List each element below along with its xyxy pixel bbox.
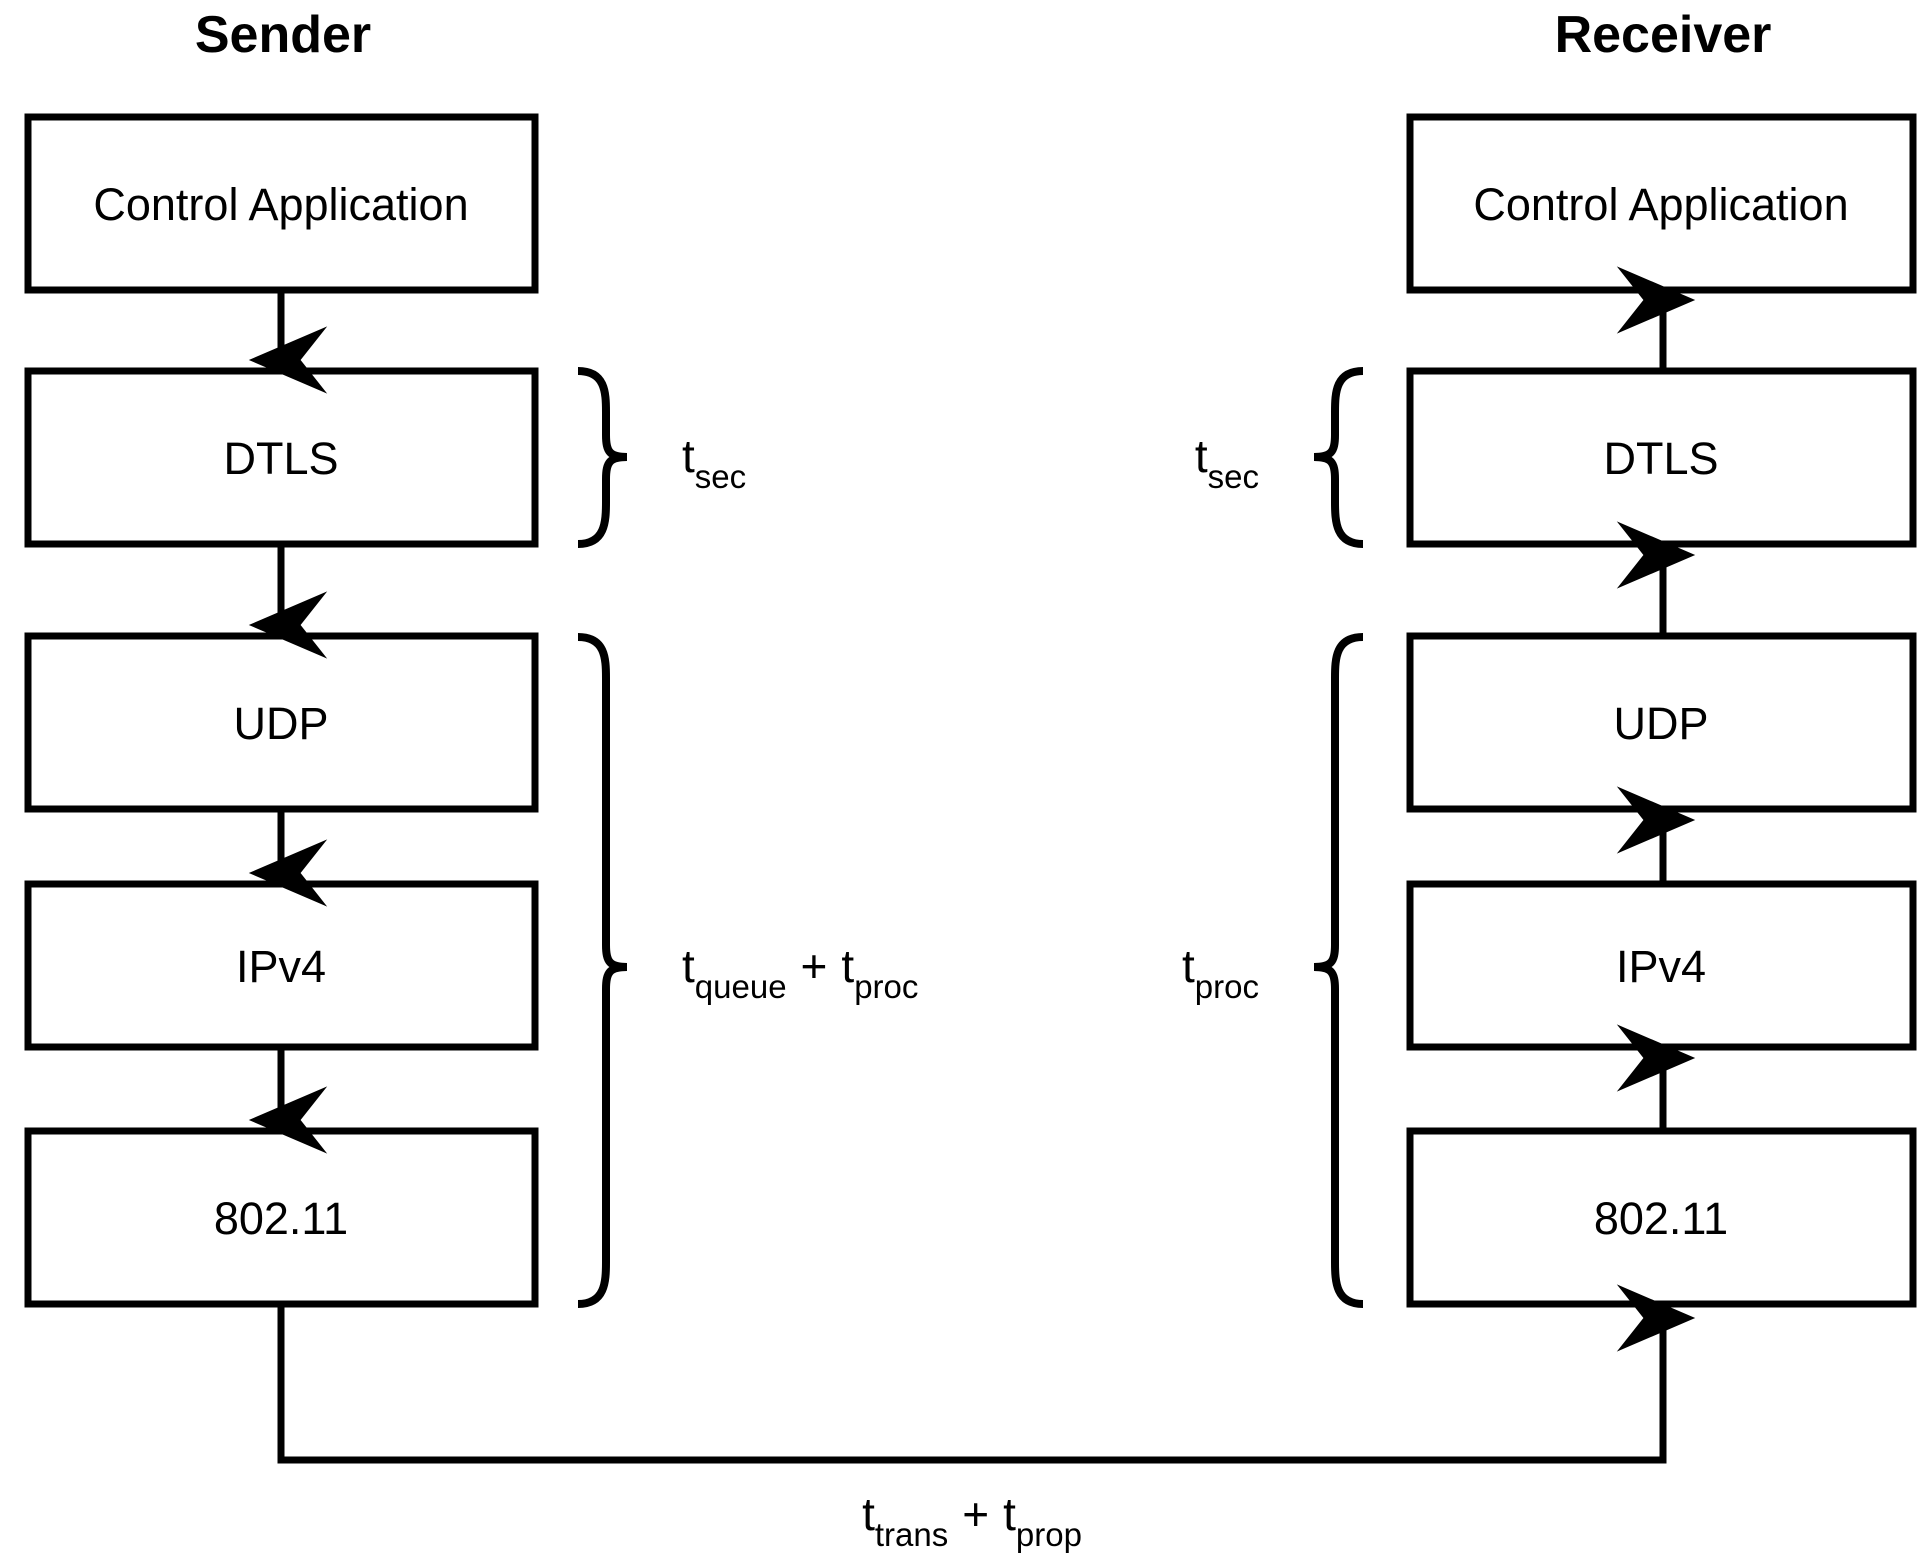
sender-box-control-application[interactable]: Control Application: [24, 113, 539, 294]
sender-box-dtls[interactable]: DTLS: [24, 367, 539, 548]
receiver-box-dtls[interactable]: DTLS: [1406, 367, 1917, 548]
sender-box-udp[interactable]: UDP: [24, 632, 539, 813]
sender-box-dtls-label: DTLS: [223, 433, 338, 484]
receiver-column-title: Receiver: [1555, 6, 1772, 64]
sender-tqueue-tproc-label: tqueue+tproc: [682, 940, 918, 1005]
sender-tsec-label: tsec: [682, 430, 746, 495]
receiver-box-control-application-label: Control Application: [1473, 179, 1848, 230]
receiver-box-control-application[interactable]: Control Application: [1406, 113, 1917, 294]
receiver-box-udp[interactable]: UDP: [1406, 632, 1917, 813]
receiver-box-udp-rect: [1406, 632, 1917, 813]
sender-box-dtls-rect: [24, 367, 539, 548]
receiver-brace-tproc: [1313, 633, 1364, 1308]
sender-stack: Control Application DTLS UDP IPv4 802.11: [24, 113, 539, 1308]
sender-box-80211[interactable]: 802.11: [24, 1127, 539, 1308]
sender-brace-tsec: [577, 367, 628, 548]
sender-box-udp-label: UDP: [233, 698, 328, 749]
link-label-ttrans-tprop: ttrans+tprop: [862, 1488, 1082, 1553]
receiver-tproc-label: tproc: [1182, 940, 1259, 1005]
sender-box-80211-label: 802.11: [214, 1193, 348, 1244]
sender-brace-tqueue-tproc: [577, 633, 628, 1308]
receiver-stack: Control Application DTLS UDP IPv4 802.11: [1406, 113, 1917, 1308]
receiver-box-control-application-rect: [1406, 113, 1917, 294]
sender-box-ipv4[interactable]: IPv4: [24, 880, 539, 1051]
receiver-tsec-label: tsec: [1195, 430, 1259, 495]
receiver-box-ipv4[interactable]: IPv4: [1406, 880, 1917, 1051]
receiver-box-dtls-rect: [1406, 367, 1917, 548]
sender-box-ipv4-rect: [24, 880, 539, 1051]
sender-box-control-application-label: Control Application: [93, 179, 468, 230]
receiver-box-dtls-label: DTLS: [1603, 433, 1718, 484]
sender-box-control-application-rect: [24, 113, 539, 294]
link-path-sender-to-receiver: [277, 1284, 1696, 1464]
receiver-brace-tsec: [1313, 367, 1364, 548]
receiver-box-80211[interactable]: 802.11: [1406, 1127, 1917, 1308]
receiver-box-80211-label: 802.11: [1594, 1193, 1728, 1244]
receiver-box-udp-label: UDP: [1613, 698, 1708, 749]
receiver-box-ipv4-rect: [1406, 880, 1917, 1051]
sender-box-ipv4-label: IPv4: [236, 941, 326, 992]
sender-column-title: Sender: [195, 6, 371, 64]
receiver-box-ipv4-label: IPv4: [1616, 941, 1706, 992]
